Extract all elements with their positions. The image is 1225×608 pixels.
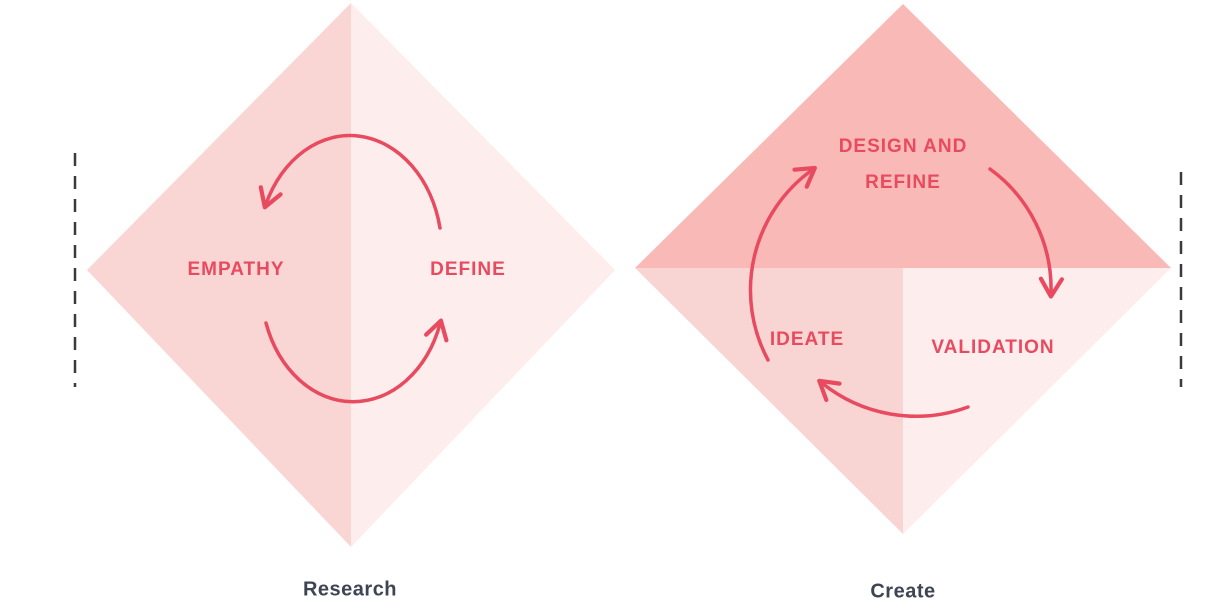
cycle-arrow-to-validation	[988, 167, 1064, 299]
cycle-arrow-to-design	[748, 165, 817, 362]
define-label: DEFINE	[430, 259, 506, 280]
research-phase-label: Research	[302, 578, 398, 601]
cycle-arrow-to-ideate	[817, 378, 970, 418]
cycle-arrow-empathy	[258, 133, 442, 230]
design-and-refine-label: DESIGN AND REFINE	[839, 129, 968, 201]
ideate-label: IDEATE	[769, 329, 845, 350]
validation-segment	[903, 268, 1171, 534]
design-and-refine-label-line2: REFINE	[865, 172, 941, 193]
validation-label: VALIDATION	[931, 337, 1055, 358]
define-segment	[351, 3, 615, 547]
create-phase-label: Create	[870, 580, 936, 603]
design-and-refine-segment	[635, 4, 1171, 268]
empathy-label: EMPATHY	[187, 259, 285, 280]
cycle-arrow-define	[264, 318, 449, 404]
empathy-segment	[87, 3, 351, 547]
ideate-segment	[635, 268, 903, 534]
design-and-refine-label-line1: DESIGN AND	[838, 136, 968, 157]
